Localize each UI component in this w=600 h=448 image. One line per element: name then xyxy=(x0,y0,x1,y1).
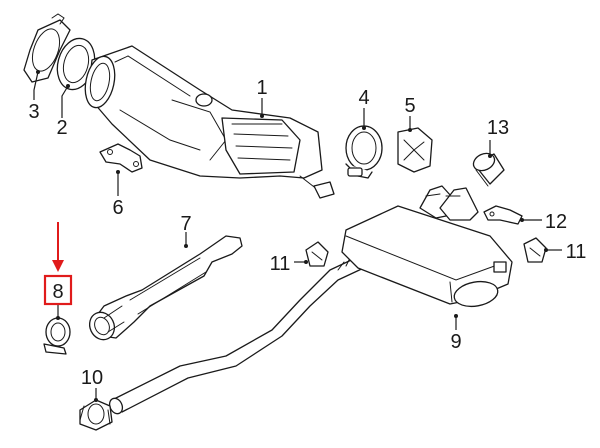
callout-9: 9 xyxy=(450,331,461,353)
part-6-bracket xyxy=(99,143,143,173)
callout-labels: 1 2 3 4 5 6 7 8 9 10 11 11 12 13 xyxy=(28,77,586,389)
callout-13: 13 xyxy=(487,117,509,139)
part-4-clamp xyxy=(345,125,383,179)
part-10-clamp xyxy=(79,399,113,431)
callout-1: 1 xyxy=(256,77,267,99)
callout-6: 6 xyxy=(112,197,123,219)
callout-8: 8 xyxy=(52,281,63,303)
callout-4: 4 xyxy=(358,87,369,109)
part-8-gasket xyxy=(43,317,71,355)
part-11-isolator-right xyxy=(523,237,547,263)
callout-10: 10 xyxy=(81,367,103,389)
callout-11-left: 11 xyxy=(270,253,291,275)
callout-5: 5 xyxy=(404,95,415,117)
part-1-catalytic-converter xyxy=(84,45,335,199)
part-5-rubber-mount xyxy=(397,127,433,173)
callout-7: 7 xyxy=(180,213,191,235)
tail-pipe-route xyxy=(108,253,369,415)
callout-12: 12 xyxy=(545,211,567,233)
part-9-rear-muffler xyxy=(341,185,513,308)
part-12-hanger xyxy=(483,205,523,225)
callout-2: 2 xyxy=(56,117,67,139)
part-13-sleeve xyxy=(472,152,505,187)
leader-lines xyxy=(33,70,562,402)
callout-3: 3 xyxy=(28,101,39,123)
highlight-callout-8 xyxy=(43,222,73,306)
part-7-center-pipe xyxy=(88,235,243,341)
part-11-isolator-left xyxy=(305,241,329,267)
callout-11-right: 11 xyxy=(566,241,587,263)
